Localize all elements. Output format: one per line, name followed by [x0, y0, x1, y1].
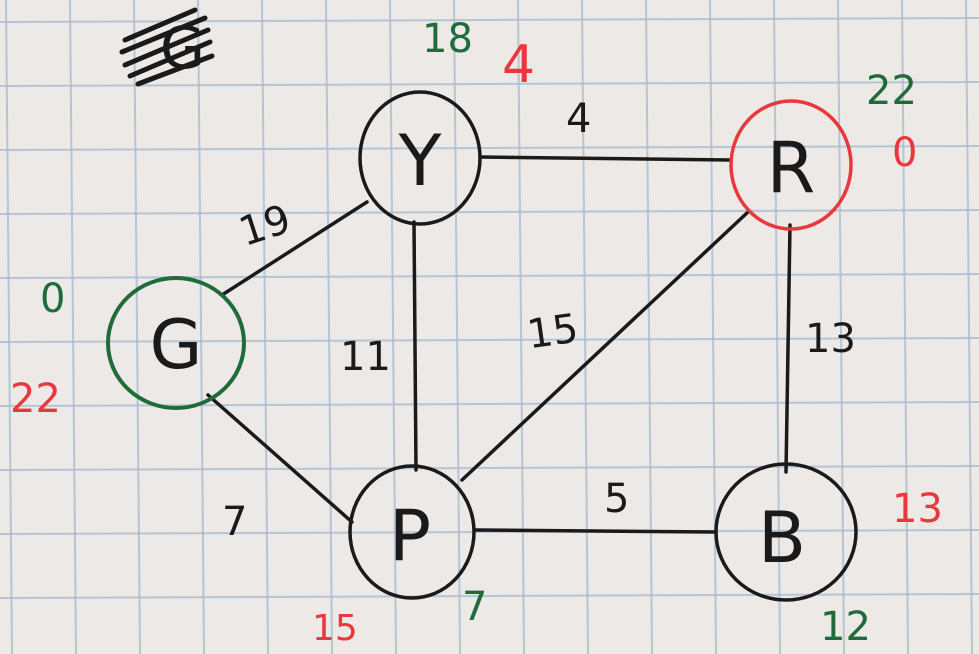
grid-line-vertical — [709, 0, 717, 654]
grid-line-horizontal — [0, 337, 979, 343]
weight-g-p: 7 — [222, 499, 247, 545]
grid-line-horizontal — [0, 273, 979, 279]
edges — [206, 155, 792, 534]
node-b-label: B — [758, 497, 806, 579]
weight-p-r: 15 — [524, 306, 581, 359]
grid-line-vertical — [901, 0, 909, 654]
node-g-final-value: 22 — [10, 376, 61, 422]
grid-line-horizontal — [0, 593, 979, 599]
node-p: P — [348, 464, 476, 600]
grid-line-vertical — [645, 0, 653, 654]
node-p-label: P — [389, 495, 431, 577]
grid-line-vertical — [517, 0, 525, 654]
grid-line-vertical — [965, 0, 973, 654]
grid-line-vertical — [837, 0, 845, 654]
grid-line-vertical — [773, 0, 781, 654]
grid-line-vertical — [389, 0, 397, 654]
node-g-circle — [106, 276, 246, 410]
weight-p-b: 5 — [604, 476, 629, 522]
node-b: B — [714, 462, 858, 602]
node-r-final-value: 0 — [892, 130, 917, 176]
edge-r-b — [784, 223, 792, 474]
edge-p-b — [474, 528, 718, 534]
grid-line-horizontal — [0, 465, 979, 471]
weight-y-p: 11 — [340, 334, 391, 380]
grid-line-vertical — [197, 0, 205, 654]
node-b-final-value: 13 — [892, 486, 943, 532]
grid-line-horizontal — [0, 209, 979, 215]
grid-line-vertical — [325, 0, 333, 654]
node-p-start-value: 7 — [462, 584, 487, 630]
node-p-circle — [348, 464, 476, 600]
grid-line-vertical — [581, 0, 589, 654]
node-r-label: R — [767, 127, 816, 209]
grid-line-vertical — [69, 0, 77, 654]
node-y-final-value: 4 — [502, 35, 535, 95]
edge-g-p — [206, 393, 354, 524]
grid-line-vertical — [5, 0, 13, 654]
node-g-label: G — [150, 306, 203, 385]
grid-line-horizontal — [0, 145, 979, 151]
node-g-start-value: 0 — [40, 276, 65, 322]
grid-line-horizontal — [0, 81, 979, 87]
node-y-label: Y — [398, 120, 442, 202]
node-p-final-value: 15 — [312, 608, 358, 649]
node-y: Y — [358, 90, 482, 226]
node-r: R — [729, 99, 853, 231]
grid-line-vertical — [261, 0, 269, 654]
grid-line-vertical — [453, 0, 461, 654]
node-r-circle — [729, 99, 853, 231]
grid-line-horizontal — [0, 529, 979, 535]
nodes: G Y R P B — [106, 90, 858, 602]
scribble-mark: G — [119, 7, 215, 87]
weight-r-b: 13 — [805, 316, 856, 362]
node-r-start-value: 22 — [866, 68, 917, 114]
grid-line-vertical — [133, 0, 141, 654]
grid-line-horizontal — [0, 17, 979, 23]
weight-y-r: 4 — [566, 96, 591, 142]
edge-weights: 19 4 11 7 15 13 5 — [222, 96, 856, 545]
edge-g-y — [220, 200, 369, 297]
edge-y-p — [412, 220, 418, 472]
node-y-circle — [358, 90, 482, 226]
edge-y-r — [478, 155, 732, 162]
node-b-circle — [714, 462, 858, 602]
node-y-start-value: 18 — [422, 16, 473, 62]
node-b-start-value: 12 — [820, 604, 871, 650]
edge-p-r — [460, 210, 750, 482]
node-g: G — [106, 276, 246, 410]
weight-g-y: 19 — [234, 196, 297, 255]
node-annotations: 0 22 18 4 22 0 7 15 12 13 — [10, 16, 943, 650]
